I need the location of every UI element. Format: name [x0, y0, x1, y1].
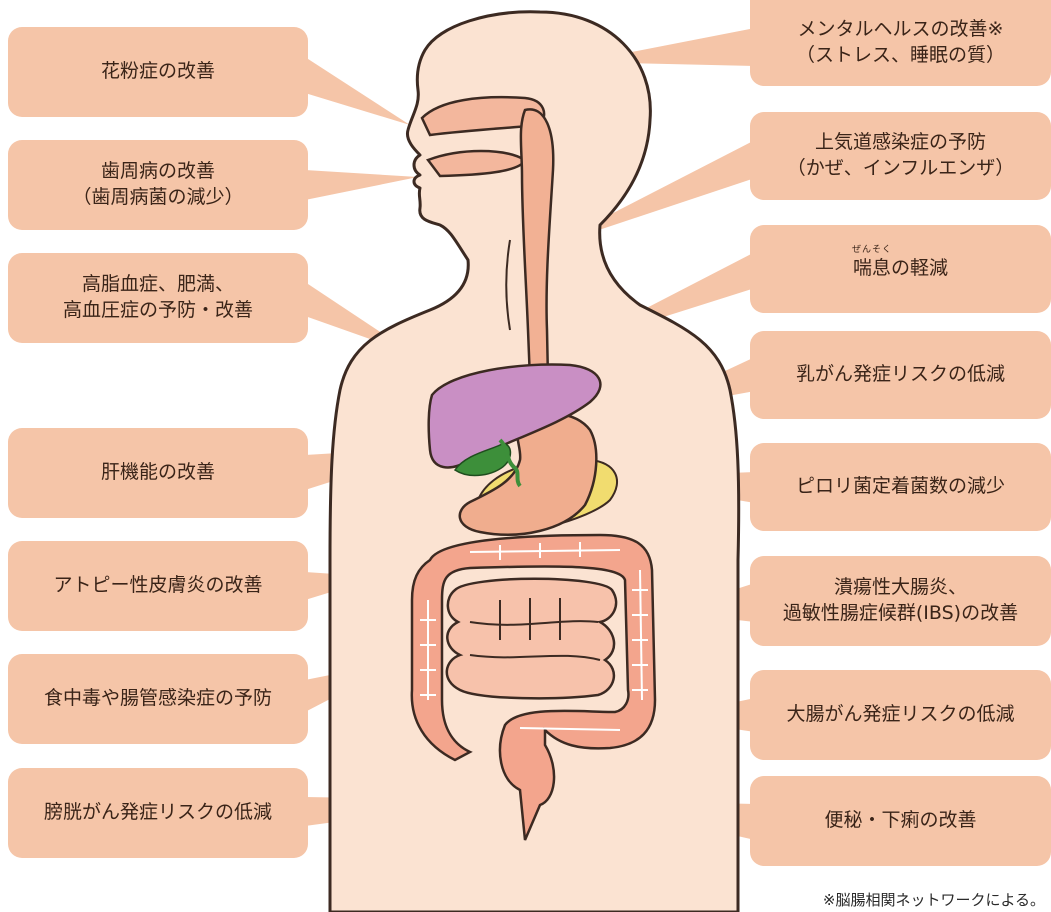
pointer-pollen — [305, 57, 410, 125]
label-ulcerative-colitis: 潰瘍性大腸炎、 過敏性腸症候群(IBS)の改善 — [750, 556, 1051, 646]
small-intestine — [447, 579, 616, 699]
label-periodontal: 歯周病の改善 （歯周病菌の減少） — [8, 140, 308, 230]
label-colon-cancer: 大腸がん発症リスクの低減 — [750, 670, 1051, 760]
label-constipation: 便秘・下痢の改善 — [750, 776, 1051, 866]
label-asthma: ぜんそく 喘息 の軽減 — [750, 225, 1051, 313]
label-mental-health: メンタルヘルスの改善※ （ストレス、睡眠の質） — [750, 0, 1051, 86]
asthma-ruby: ぜんそく — [852, 244, 892, 256]
label-liver-function: 肝機能の改善 — [8, 428, 308, 518]
label-pollen-allergy: 花粉症の改善 — [8, 27, 308, 117]
footnote: ※脳腸相関ネットワークによる。 — [823, 889, 1045, 910]
asthma-word: ぜんそく 喘息 — [853, 256, 891, 282]
label-respiratory-infection: 上気道感染症の予防 （かぜ、インフルエンザ） — [750, 112, 1051, 200]
pointer-periodontal — [305, 170, 418, 200]
label-breast-cancer: 乳がん発症リスクの低減 — [750, 331, 1051, 419]
label-bladder-cancer: 膀胱がん発症リスクの低減 — [8, 768, 308, 858]
label-atopic-dermatitis: アトピー性皮膚炎の改善 — [8, 541, 308, 631]
label-food-poisoning: 食中毒や腸管感染症の予防 — [8, 654, 308, 744]
label-hyperlipidemia: 高脂血症、肥満、 高血圧症の予防・改善 — [8, 253, 308, 343]
label-pylori: ピロリ菌定着菌数の減少 — [750, 443, 1051, 531]
